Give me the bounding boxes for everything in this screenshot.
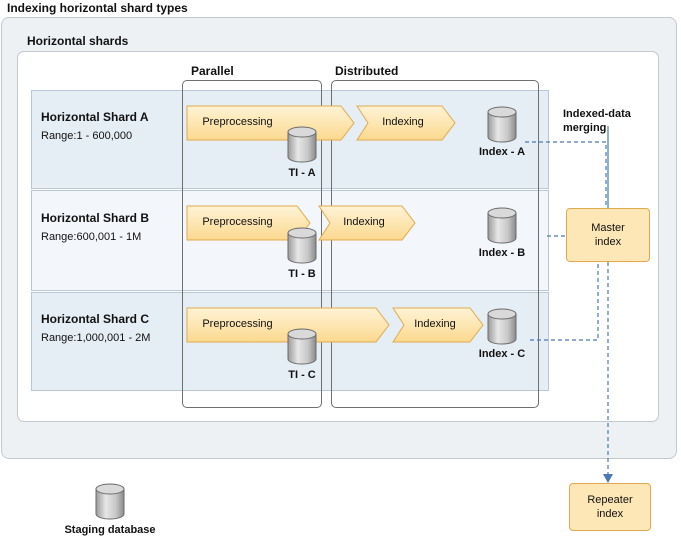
parallel-column (182, 80, 322, 408)
shard-a-title: Horizontal Shard A (41, 110, 149, 124)
indexed-data-merging-label: Indexed-data merging (563, 107, 631, 135)
preprocessing-label-b: Preprocessing (202, 216, 273, 228)
repeater-index-line1: Repeater (587, 494, 633, 506)
index-c-label: Index - C (478, 348, 526, 360)
ti-c-label: TI - C (288, 369, 316, 381)
database-cylinder-icon (487, 308, 517, 345)
distributed-column-label: Distributed (335, 64, 399, 78)
master-index-box: Master index (566, 208, 650, 262)
group-label: Horizontal shards (27, 34, 129, 48)
master-index-line1: Master (591, 222, 625, 234)
indexing-label-c: Indexing (414, 318, 456, 330)
database-cylinder-icon (287, 227, 317, 264)
distributed-column (331, 80, 539, 408)
database-cylinder-icon (287, 328, 317, 365)
database-cylinder-icon (487, 207, 517, 244)
shard-a-range: Range:1 - 600,000 (41, 130, 133, 142)
arrow-head-icon (603, 474, 613, 483)
master-index-line2: index (594, 236, 622, 248)
shard-b-title: Horizontal Shard B (41, 211, 150, 225)
repeater-index-box: Repeater index (569, 483, 651, 531)
database-cylinder-icon (487, 106, 517, 143)
indexing-label-b: Indexing (343, 216, 385, 228)
repeater-index-line2: index (596, 508, 624, 520)
process-arrow-icon (186, 307, 390, 343)
process-arrow-icon (392, 307, 484, 343)
shard-b-range: Range:600,001 - 1M (41, 231, 142, 243)
preprocessing-label-a: Preprocessing (202, 116, 273, 128)
staging-database-label: Staging database (64, 524, 156, 536)
preprocessing-label-c: Preprocessing (202, 318, 273, 330)
ti-a-label: TI - A (288, 167, 316, 179)
database-cylinder-icon (287, 126, 317, 163)
shard-c-title: Horizontal Shard C (41, 312, 150, 326)
process-arrow-icon (318, 205, 416, 241)
ti-b-label: TI - B (288, 268, 316, 280)
index-a-label: Index - A (478, 146, 526, 158)
index-b-label: Index - B (478, 247, 526, 259)
merge-label-line2: merging (563, 122, 607, 134)
merge-label-line1: Indexed-data (563, 108, 631, 120)
parallel-column-label: Parallel (191, 64, 234, 78)
database-cylinder-icon (95, 483, 125, 520)
indexing-label-a: Indexing (382, 116, 424, 128)
process-arrow-icon (356, 105, 456, 141)
merge-connectors (525, 141, 609, 474)
shard-c-range: Range:1,000,001 - 2M (41, 332, 151, 344)
diagram-title: Indexing horizontal shard types (7, 1, 188, 15)
